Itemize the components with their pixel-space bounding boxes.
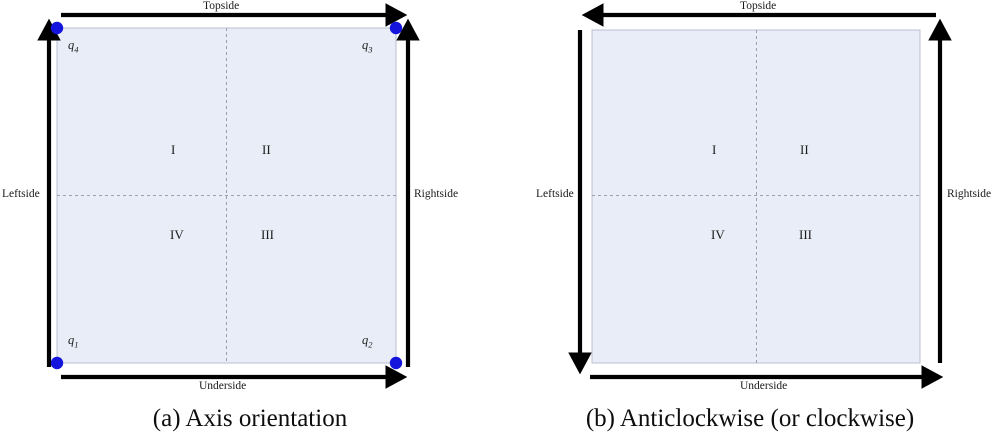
corner-dot-q2 xyxy=(389,356,403,370)
label-rightside: Rightside xyxy=(414,188,459,200)
corner-dot-q3 xyxy=(389,21,403,35)
corner-label-q2-sub: 2 xyxy=(368,339,373,350)
corner-label-q4: q4 xyxy=(68,38,79,55)
panel-b-caption: (b) Anticlockwise (or clockwise) xyxy=(585,405,915,432)
corner-label-q1-sub: 1 xyxy=(74,339,79,350)
quadrant-label-I: I xyxy=(712,142,717,157)
corner-label-q3-base: q xyxy=(362,38,369,52)
corner-label-q2: q2 xyxy=(362,333,373,350)
panel-anticlockwise: Topside Underside Leftside Rightside I I… xyxy=(500,0,1000,445)
quadrant-label-III: III xyxy=(799,227,812,242)
label-underside: Underside xyxy=(740,380,788,392)
quadrant-label-III: III xyxy=(261,227,274,242)
panel-a-caption: (a) Axis orientation xyxy=(152,405,348,432)
corner-label-q2-base: q xyxy=(362,333,369,347)
label-topside: Topside xyxy=(740,0,777,12)
corner-label-q4-base: q xyxy=(68,38,75,52)
panel-b-graphics xyxy=(568,3,952,389)
corner-dot-q4 xyxy=(50,21,64,35)
label-leftside: Leftside xyxy=(536,188,574,200)
label-topside: Topside xyxy=(203,0,240,12)
quadrant-label-I: I xyxy=(171,142,176,157)
corner-label-q3: q3 xyxy=(362,38,373,55)
quadrant-label-IV: IV xyxy=(170,227,184,242)
label-leftside: Leftside xyxy=(2,188,40,200)
panel-a-graphics xyxy=(37,3,420,389)
panel-axis-orientation: Topside Underside Leftside Rightside I I… xyxy=(2,0,459,432)
label-rightside: Rightside xyxy=(947,188,992,200)
quadrant-label-IV: IV xyxy=(711,227,725,242)
corner-label-q4-sub: 4 xyxy=(74,44,79,55)
quadrant-label-II: II xyxy=(800,142,809,157)
corner-label-q1: q1 xyxy=(68,333,79,350)
quadrant-label-II: II xyxy=(262,142,271,157)
label-underside: Underside xyxy=(199,380,247,392)
corner-label-q1-base: q xyxy=(68,333,75,347)
corner-dot-q1 xyxy=(50,356,64,370)
corner-label-q3-sub: 3 xyxy=(368,44,373,55)
